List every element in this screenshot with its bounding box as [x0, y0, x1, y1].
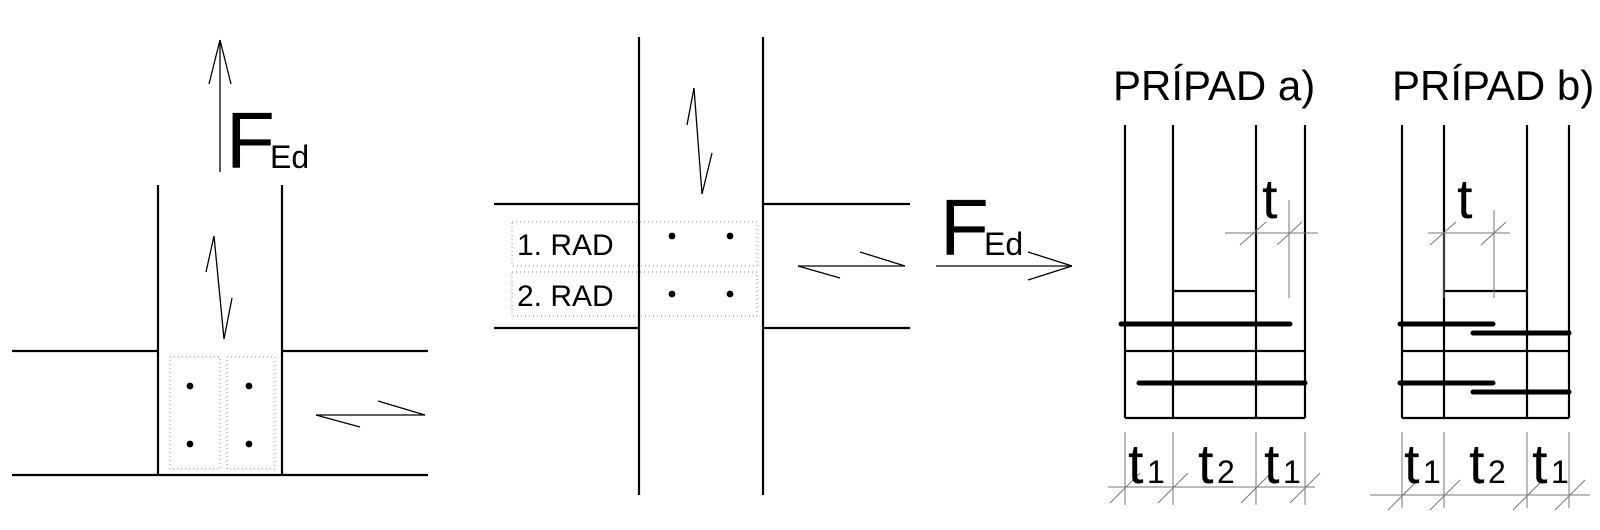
dim-sub: 1 — [1551, 454, 1569, 490]
force-label-sub: Ed — [984, 226, 1023, 262]
bolt-dot — [726, 290, 734, 298]
dim-tick — [1429, 221, 1457, 246]
dim-sub: 2 — [1217, 454, 1235, 490]
bolt-zone-left — [169, 356, 221, 470]
bolt-dot — [245, 382, 253, 390]
dim-t1-left: t 1 — [1128, 432, 1165, 495]
dim-main: t — [1532, 432, 1548, 495]
force-arrow-up-icon — [208, 39, 232, 172]
dim-tick — [1276, 221, 1303, 246]
dim-tick — [1429, 479, 1461, 511]
case-a-title: PRÍPAD a) — [1113, 62, 1315, 109]
dim-t1-left: t 1 — [1404, 432, 1441, 495]
thickness-label: t — [1457, 167, 1473, 230]
row-2-label: 2. RAD — [517, 280, 614, 313]
dim-tick — [1240, 472, 1272, 504]
dim-t1-right: t 1 — [1532, 432, 1569, 495]
shear-arrows-vertical-icon — [686, 87, 713, 195]
shear-arrows-vertical-icon — [205, 235, 233, 340]
dim-tick — [1109, 472, 1141, 504]
dim-main: t — [1264, 432, 1280, 495]
bolt-dot — [668, 232, 676, 240]
bolt-row-2-zone — [511, 271, 758, 317]
dim-main: t — [1128, 432, 1144, 495]
dim-tick — [1480, 221, 1507, 246]
case-b-title: PRÍPAD b) — [1392, 62, 1594, 109]
force-label-main: F — [226, 96, 275, 185]
dim-sub: 1 — [1283, 454, 1301, 490]
shear-arrows-horizontal-icon — [797, 251, 906, 279]
figure-1-tension-joint: F Ed — [12, 39, 428, 477]
dim-main: t — [1198, 432, 1214, 495]
dim-tick — [1387, 479, 1419, 511]
dim-t1-right: t 1 — [1264, 432, 1301, 495]
row-1-label: 1. RAD — [517, 229, 614, 262]
bolt-dot — [668, 290, 676, 298]
force-label-sub: Ed — [270, 139, 309, 175]
bolt-dot — [186, 440, 194, 448]
dim-tick — [1239, 221, 1267, 246]
dim-sub: 1 — [1423, 454, 1441, 490]
row-label-bg — [514, 224, 624, 264]
dim-sub: 2 — [1488, 454, 1506, 490]
case-b-diagram: PRÍPAD b) t t 1 — [1370, 62, 1594, 511]
force-arrow-right-icon — [936, 251, 1073, 281]
force-label-main: F — [940, 183, 989, 272]
bolt-dot — [245, 440, 253, 448]
dim-tick — [1512, 479, 1544, 511]
dim-tick — [1157, 472, 1189, 504]
thickness-label: t — [1262, 167, 1278, 230]
bolt-zone-right — [226, 356, 276, 470]
dim-sub: 1 — [1147, 454, 1165, 490]
dim-main: t — [1404, 432, 1420, 495]
figure-2-shear-joint: 1. RAD 2. RAD F Ed — [494, 37, 1073, 495]
dim-main: t — [1469, 432, 1485, 495]
shear-arrows-horizontal-icon — [315, 400, 426, 428]
bolt-dot — [726, 232, 734, 240]
dim-t2: t 2 — [1198, 432, 1235, 495]
dim-tick — [1554, 479, 1586, 511]
case-a-diagram: PRÍPAD a) t t 1 t — [1108, 62, 1321, 505]
dim-tick — [1289, 472, 1321, 504]
dim-t2: t 2 — [1469, 432, 1506, 495]
row-label-bg — [514, 274, 624, 314]
bolt-row-1-zone — [511, 221, 758, 267]
bolt-dot — [186, 382, 194, 390]
